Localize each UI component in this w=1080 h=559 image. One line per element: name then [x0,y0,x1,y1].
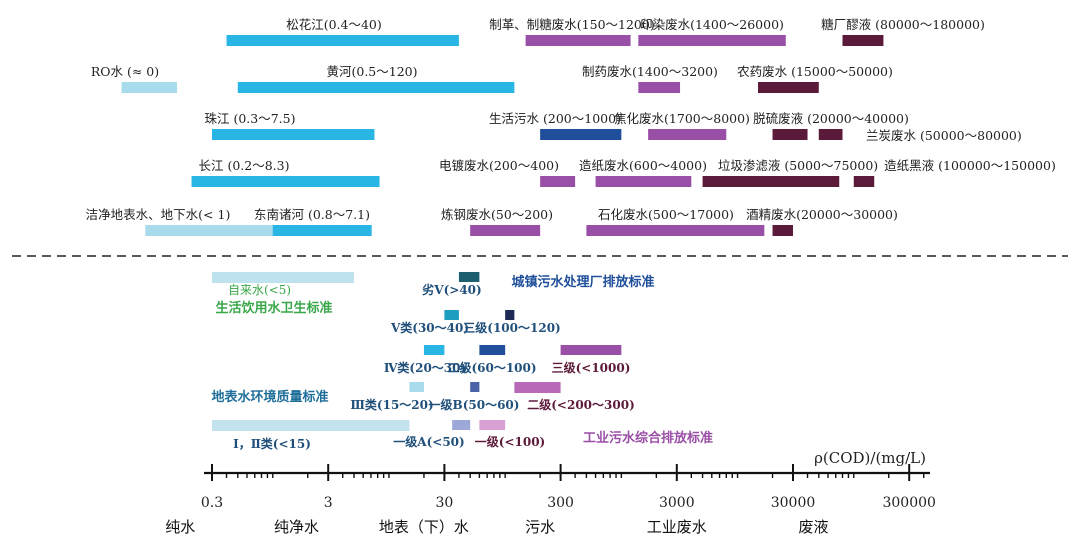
standard-group-title-3: 工业污水综合排放标准 [583,430,713,446]
standard-bar-11 [514,382,561,393]
range-label-11: 农药废水 (15000～50000) [737,64,893,79]
range-label-8: 印染废水(1400～26000) [640,17,784,32]
range-bar-3 [191,176,380,187]
standard-bar-6 [505,310,515,320]
standard-group-title-0: 城镇污水处理厂排放标准 [511,274,654,290]
standard-label-5: Ⅰ，Ⅱ类(<15) [233,436,311,451]
range-bar-11 [758,82,819,93]
range-bar-7 [525,35,631,46]
standard-bar-2 [444,310,459,320]
range-bar-0 [226,35,459,46]
range-label-2: 珠江 (0.3～7.5) [205,111,296,126]
range-bar-18 [702,176,840,187]
range-bar-6 [145,225,273,236]
range-label-21: 石化废水(500～17000) [598,207,734,222]
standard-bar-7 [479,345,506,355]
range-bar-13 [648,129,727,140]
range-bar-15 [818,129,843,140]
category-label-3: 污水 [525,518,555,536]
range-label-13: 焦化废水(1700～8000) [614,111,750,126]
standard-label-1: 劣Ⅴ(>40) [422,282,481,297]
range-bar-22 [772,225,793,236]
standard-group-title-2: 地表水环境质量标准 [211,389,328,405]
x-tick-label-6: 300000 [882,495,935,511]
range-label-0: 松花江(0.4～40) [286,17,382,32]
range-label-15: 兰炭废水 (50000～80000) [866,128,1022,143]
standard-label-11: 二级(<200～300) [527,397,635,412]
range-label-5: RO水 (≈ 0) [91,64,159,79]
category-label-5: 废液 [798,518,828,536]
standard-bar-8 [470,382,480,392]
standard-bar-10 [560,345,622,355]
range-bar-16 [540,176,576,187]
standard-label-6: 三级(100～120) [463,320,560,335]
range-label-3: 长江 (0.2～8.3) [199,158,290,173]
standard-bar-0 [212,272,354,283]
range-bar-17 [595,176,692,187]
range-label-6: 洁净地表水、地下水(< 1) [86,207,231,222]
x-tick-label-2: 30 [435,495,453,511]
category-label-0: 纯水 [165,518,195,536]
range-bar-20 [470,225,541,236]
range-label-9: 糖厂醪液 (80000～180000) [821,17,985,32]
x-tick-label-0: 0.3 [201,495,223,511]
range-bar-1 [237,82,515,93]
standard-bar-9 [452,420,471,430]
standard-bar-4 [409,382,424,392]
range-label-19: 造纸黑液 (100000～150000) [884,158,1056,173]
standard-bar-3 [423,345,445,355]
standard-label-8: 一级B(50～60) [429,397,520,412]
range-bar-4 [261,225,372,236]
range-label-20: 炼钢废水(50～200) [441,207,553,222]
x-tick-label-4: 3000 [659,495,695,511]
range-label-17: 造纸废水(600～4000) [579,158,707,173]
range-bar-5 [121,82,178,93]
range-bar-8 [638,35,786,46]
standard-label-2: Ⅴ类(30～40) [390,320,469,335]
range-label-1: 黄河(0.5～120) [327,64,418,79]
range-label-16: 电镀废水(200～400) [439,158,559,173]
standard-group-title-1: 生活饮用水卫生标准 [215,300,332,316]
range-label-10: 制药废水(1400～3200) [582,64,718,79]
range-label-12: 生活污水 (200～1000) [489,111,621,126]
range-bar-21 [586,225,765,236]
standard-label-0: 自来水(<5) [228,283,291,297]
standard-label-12: 一级(<100) [475,434,545,449]
range-bar-10 [638,82,681,93]
range-bar-2 [212,129,375,140]
range-bar-14 [772,129,808,140]
x-tick-label-1: 3 [324,495,333,511]
range-bar-9 [842,35,884,46]
standard-bar-5 [212,420,410,431]
standard-label-7: 二级(60～100) [447,360,536,375]
standard-label-10: 三级(<1000) [552,360,631,375]
range-bar-12 [540,129,622,140]
standard-bar-1 [458,272,480,282]
x-tick-label-3: 300 [547,495,574,511]
x-tick-label-5: 30000 [771,495,816,511]
category-label-2: 地表（下）水 [379,518,469,536]
category-label-4: 工业废水 [647,518,707,536]
range-label-18: 垃圾渗滤液 (5000～75000) [718,158,878,173]
standard-label-4: Ⅲ类(15～20) [350,397,433,412]
standard-bar-12 [479,420,506,430]
x-axis-title: ρ(COD)/(mg/L) [814,449,926,467]
range-label-4: 东南诸河 (0.8～7.1) [254,207,370,222]
standard-label-9: 一级A(<50) [393,434,464,449]
range-label-7: 制革、制糖废水(150～1200) [489,17,654,32]
standard-label-3: Ⅳ类(20～30) [384,360,466,375]
range-label-22: 酒精废水(20000～30000) [746,207,898,222]
range-bar-19 [853,176,875,187]
range-label-14: 脱硫废液 (20000～40000) [753,111,909,126]
category-label-1: 纯净水 [274,518,319,536]
